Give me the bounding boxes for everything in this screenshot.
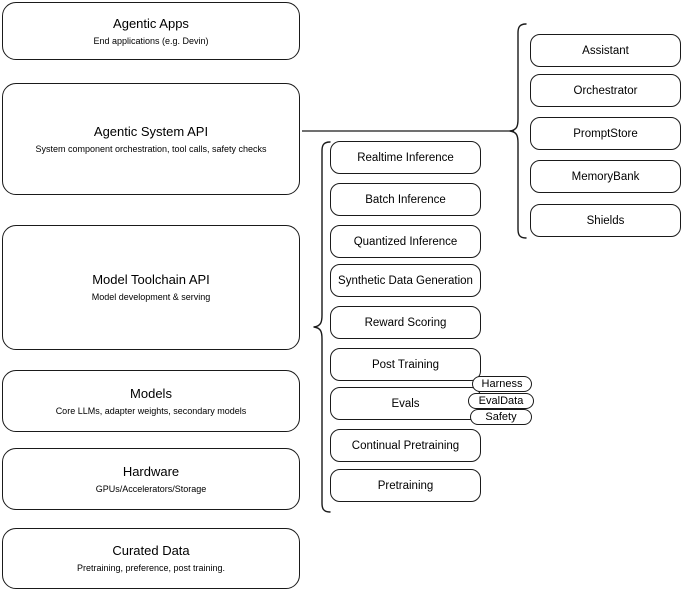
stack-layer-title: Models — [130, 385, 172, 401]
toolchain-item-label: Evals — [391, 397, 420, 410]
system-component-shields[interactable]: Shields — [530, 204, 681, 237]
toolchain-item-label: Post Training — [371, 358, 440, 371]
stack-layer-subtitle: End applications (e.g. Devin) — [93, 35, 209, 46]
stack-layer-subtitle: Model development & serving — [91, 292, 211, 302]
evals-tag-harness[interactable]: Harness — [472, 376, 532, 392]
stack-layer-title: Model Toolchain API — [92, 272, 210, 287]
system-component-orchestrator[interactable]: Orchestrator — [530, 74, 681, 107]
brace-toolchain-components — [308, 138, 334, 520]
toolchain-item-reward-scoring[interactable]: Reward Scoring — [330, 306, 481, 339]
toolchain-item-post-training[interactable]: Post Training — [330, 348, 481, 381]
stack-layer-subtitle: Pretraining, preference, post training. — [76, 563, 226, 573]
system-component-label: MemoryBank — [571, 170, 640, 183]
toolchain-item-pretraining[interactable]: Pretraining — [330, 469, 481, 502]
system-component-assistant[interactable]: Assistant — [530, 34, 681, 67]
stack-layer-curated-data[interactable]: Curated Data Pretraining, preference, po… — [2, 528, 300, 589]
evals-tag-safety[interactable]: Safety — [470, 409, 532, 425]
connector-agentic-system-api-to-components — [300, 100, 520, 162]
system-component-label: Shields — [586, 214, 625, 227]
toolchain-item-label: Realtime Inference — [357, 151, 454, 164]
stack-layer-model-toolchain-api[interactable]: Model Toolchain API Model development & … — [2, 225, 300, 350]
brace-system-components — [506, 20, 532, 242]
stack-layer-models[interactable]: Models Core LLMs, adapter weights, secon… — [2, 370, 300, 432]
toolchain-item-label: Continual Pretraining — [351, 439, 460, 452]
toolchain-item-synthetic-data-generation[interactable]: Synthetic Data Generation — [330, 264, 481, 297]
stack-layer-title: Curated Data — [112, 543, 190, 558]
toolchain-item-label: Reward Scoring — [364, 316, 447, 329]
system-component-label: Assistant — [582, 44, 629, 57]
stack-layer-agentic-system-api[interactable]: Agentic System API System component orch… — [2, 83, 300, 195]
toolchain-item-evals[interactable]: Evals — [330, 387, 481, 420]
system-component-memorybank[interactable]: MemoryBank — [530, 160, 681, 193]
toolchain-item-label: Synthetic Data Generation — [338, 274, 473, 287]
toolchain-item-label: Batch Inference — [365, 193, 446, 206]
system-component-label: Orchestrator — [573, 84, 638, 97]
toolchain-item-continual-pretraining[interactable]: Continual Pretraining — [330, 429, 481, 462]
toolchain-item-label: Pretraining — [377, 479, 434, 492]
evals-tag-label: Safety — [485, 411, 517, 423]
stack-layer-subtitle: System component orchestration, tool cal… — [35, 143, 267, 154]
stack-layer-subtitle: GPUs/Accelerators/Storage — [95, 483, 207, 494]
stack-layer-title: Agentic System API — [93, 123, 209, 139]
toolchain-item-batch-inference[interactable]: Batch Inference — [330, 183, 481, 216]
toolchain-item-realtime-inference[interactable]: Realtime Inference — [330, 141, 481, 174]
stack-layer-title: Agentic Apps — [113, 15, 189, 31]
evals-tag-label: Harness — [481, 378, 523, 390]
toolchain-item-label: Quantized Inference — [353, 235, 458, 248]
stack-layer-hardware[interactable]: Hardware GPUs/Accelerators/Storage — [2, 448, 300, 510]
evals-tag-evaldata[interactable]: EvalData — [468, 393, 534, 409]
system-component-promptstore[interactable]: PromptStore — [530, 117, 681, 150]
system-component-label: PromptStore — [573, 127, 638, 140]
stack-layer-subtitle: Core LLMs, adapter weights, secondary mo… — [55, 405, 247, 416]
stack-layer-title: Hardware — [122, 463, 180, 479]
evals-tag-label: EvalData — [478, 395, 524, 407]
stack-layer-agentic-apps[interactable]: Agentic Apps End applications (e.g. Devi… — [2, 2, 300, 60]
toolchain-item-quantized-inference[interactable]: Quantized Inference — [330, 225, 481, 258]
